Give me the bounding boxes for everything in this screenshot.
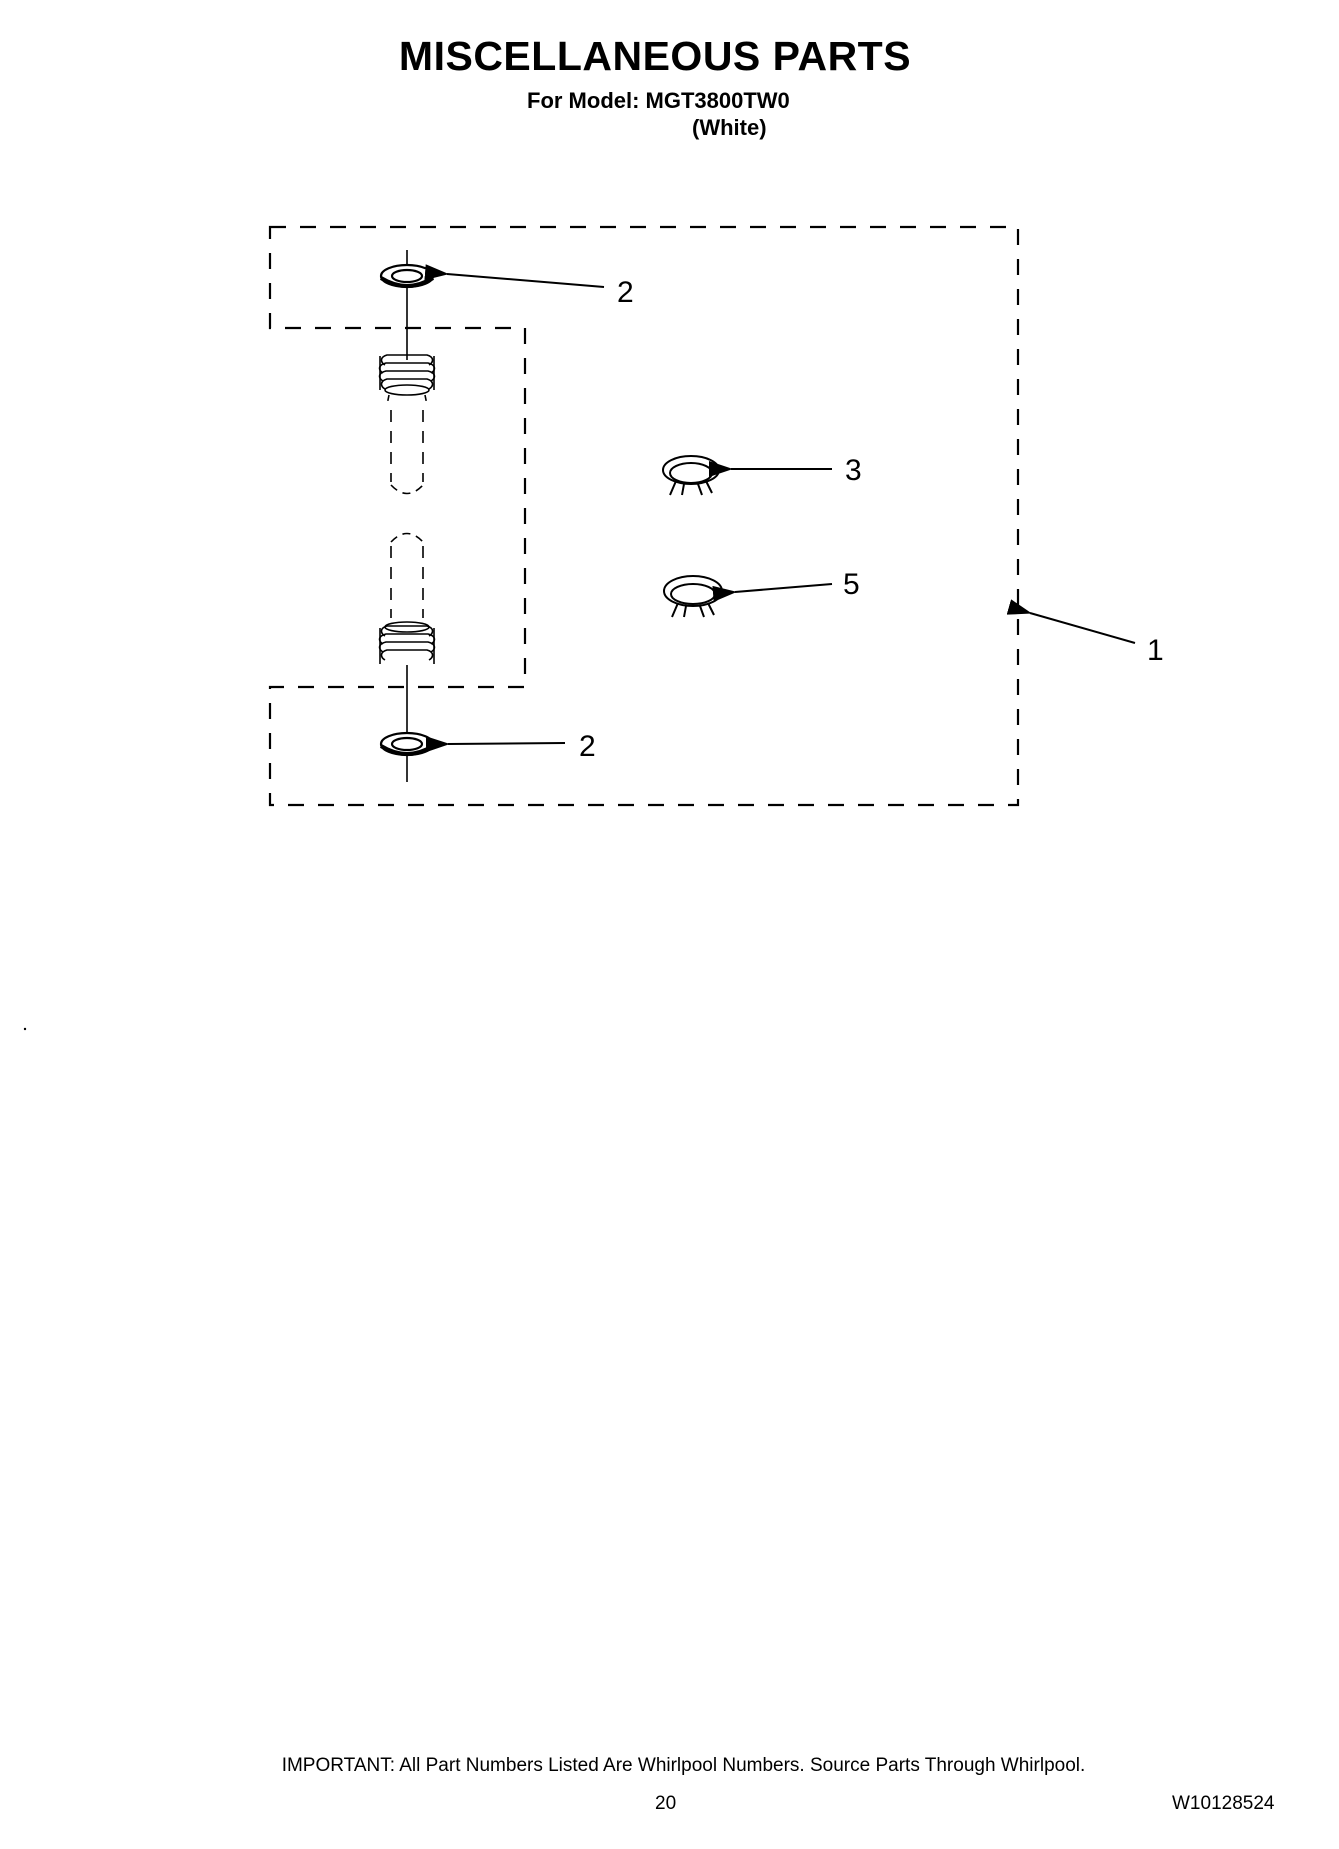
callout-washer-bottom: 2 [579, 730, 596, 763]
model-line: For Model: MGT3800TW0 [527, 88, 790, 113]
leader-kit [1006, 599, 1136, 644]
color-line: (White) [692, 115, 767, 140]
leader-washer-bottom [425, 736, 566, 753]
washer-top-icon [379, 263, 435, 289]
clamp-upper-icon [662, 455, 720, 496]
washer-bottom-icon [379, 731, 435, 757]
leader-clamp-lower [712, 583, 833, 602]
callout-clamp-lower: 5 [843, 568, 860, 601]
page-title: MISCELLANEOUS PARTS [398, 33, 912, 79]
stray-mark [23, 1027, 27, 1031]
important-note: IMPORTANT: All Part Numbers Listed Are W… [281, 1755, 1086, 1776]
fill-hose-icon [378, 250, 436, 782]
clamp-lower-icon [663, 575, 723, 618]
page-number: 20 [655, 1793, 677, 1814]
leader-washer-top [424, 264, 605, 288]
callout-washer-top: 2 [617, 276, 634, 309]
callout-kit: 1 [1147, 634, 1164, 667]
kit-boundary [268, 225, 1020, 807]
document-number: W10128524 [1172, 1793, 1275, 1814]
callout-clamp-upper: 3 [845, 454, 862, 487]
